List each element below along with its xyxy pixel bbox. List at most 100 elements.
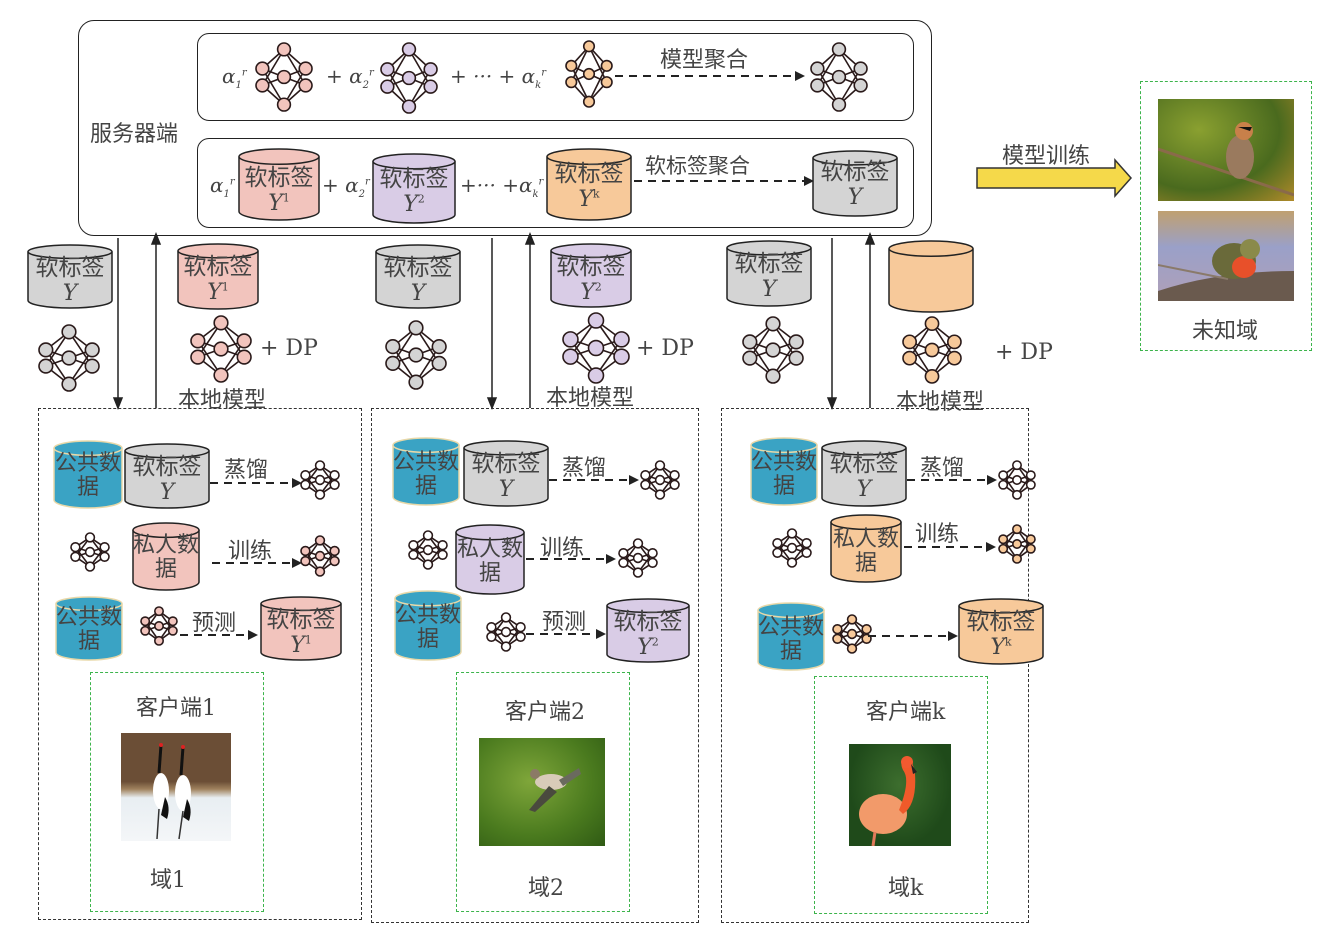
cyl-text: 软标签 — [266, 607, 336, 633]
network-node — [565, 76, 578, 89]
network-node — [618, 557, 629, 568]
public-data-cylinder: 公共数据 — [750, 437, 818, 506]
network-node — [486, 631, 497, 642]
network-node — [742, 334, 758, 350]
cylinder-shape — [726, 240, 812, 307]
network-node — [924, 342, 940, 358]
client-panel-1 — [38, 408, 362, 920]
cyl-sym: Y — [159, 480, 175, 506]
dp-label: + DP — [260, 336, 318, 361]
network-node — [853, 61, 868, 76]
network-node — [213, 341, 229, 357]
network-edge — [570, 65, 590, 103]
network-node — [236, 333, 252, 349]
transfer-arrows — [112, 231, 876, 411]
cylinder-shape — [124, 443, 210, 509]
network-node — [632, 567, 644, 578]
network-node — [408, 549, 419, 560]
network-node — [255, 78, 270, 93]
network-node — [947, 350, 962, 366]
cyl-text: 公共数据 — [750, 450, 817, 500]
dashed-arrow — [526, 554, 616, 564]
network-graph — [640, 460, 680, 500]
model-aggregation-label: 模型聚合 — [660, 48, 749, 73]
cyl-text: 软标签 — [556, 254, 626, 280]
network-node — [998, 479, 1009, 490]
network-node — [298, 61, 313, 76]
finch-image — [1158, 211, 1294, 301]
network-node — [314, 566, 326, 577]
dashed-arrow — [904, 542, 996, 552]
network-graph — [998, 460, 1036, 500]
network-node — [190, 333, 206, 349]
network-node — [582, 40, 596, 53]
network-node — [832, 633, 843, 644]
network-node — [422, 530, 434, 541]
cyl-text: 软标签 — [383, 255, 453, 281]
network-node — [1025, 543, 1036, 554]
network-node — [385, 355, 401, 372]
network-node — [423, 62, 438, 77]
network-node — [38, 342, 54, 358]
local-model-label: 本地模型 — [896, 390, 985, 415]
network-node — [61, 324, 77, 340]
predict-label: 预测 — [192, 611, 237, 636]
network-node — [647, 557, 658, 568]
cylinder-shape — [812, 150, 898, 217]
network-node — [632, 552, 644, 564]
network-node — [832, 623, 843, 635]
network-node — [831, 97, 847, 112]
network-node — [947, 334, 962, 350]
network-node — [236, 349, 252, 365]
cylinder-shape — [757, 602, 825, 671]
dashed-arrow — [549, 475, 639, 485]
train-label: 训练 — [915, 522, 960, 547]
network-node — [437, 549, 448, 560]
network-node — [786, 528, 798, 539]
network-node — [314, 460, 326, 471]
flamingo-image — [849, 744, 951, 846]
global-model-icon — [38, 324, 100, 392]
plus-alpha-2: + α2r — [326, 64, 374, 91]
cylinder-shape — [260, 596, 342, 661]
network-node — [640, 479, 651, 490]
network-node — [167, 625, 178, 636]
train-label: 训练 — [228, 539, 273, 564]
server-panel — [78, 20, 932, 236]
distill-label: 蒸馏 — [562, 456, 607, 481]
cyl-text: 软标签 — [244, 165, 314, 191]
neural-network-icon — [832, 614, 872, 654]
network-node — [562, 331, 579, 348]
cyl-text: 私人数据 — [132, 533, 199, 583]
network-node — [423, 79, 438, 94]
network-node — [846, 643, 858, 654]
network-node — [298, 78, 313, 93]
cyl-sym: Y — [856, 477, 872, 503]
network-node — [500, 641, 512, 652]
cylinder-shape — [546, 148, 632, 221]
neural-network-icon — [380, 42, 438, 114]
private-data-cylinder: 私人数据 — [132, 522, 200, 591]
neural-network-icon — [772, 528, 812, 568]
dashed-arrow — [615, 71, 805, 81]
neural-network-icon — [618, 538, 658, 578]
network-node — [772, 537, 783, 549]
network-node — [587, 339, 605, 357]
cyl-text: 公共数据 — [394, 603, 461, 653]
network-node — [431, 338, 447, 355]
cyl-text: 公共数据 — [757, 615, 824, 665]
cylinder-shape — [830, 514, 902, 583]
cyl-sym: Y — [62, 281, 78, 307]
cylinder-shape — [55, 596, 123, 661]
network-node — [515, 631, 526, 642]
cyl-text: 公共数据 — [392, 450, 459, 500]
dp-label: + DP — [995, 340, 1053, 365]
neural-network-icon — [70, 532, 110, 572]
